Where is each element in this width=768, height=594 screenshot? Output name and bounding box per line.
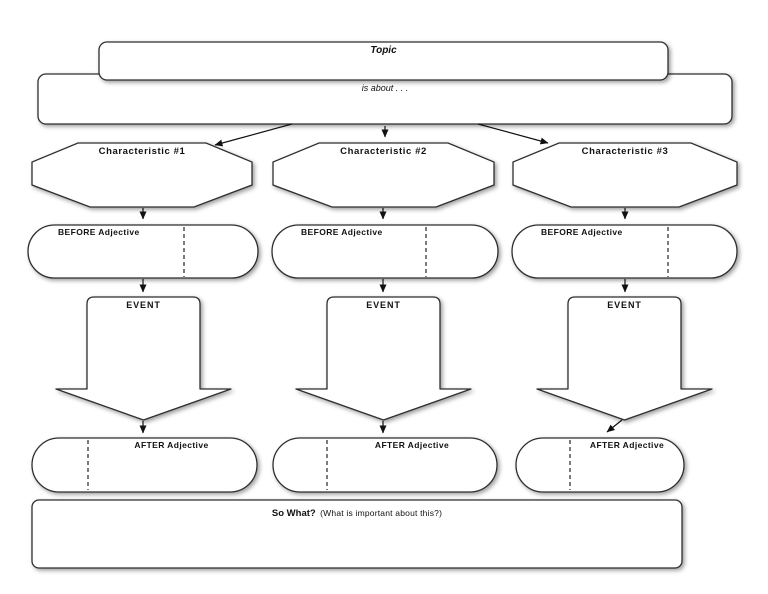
so-what-question: So What? [271,508,316,519]
event-arrow-1 [55,296,232,421]
before-3-label: BEFORE Adjective [541,227,623,237]
after-box-3 [515,437,685,493]
after-1-label: AFTER Adjective [134,440,209,450]
is-about-label: is about . . . [361,83,409,93]
after-box-2 [272,437,498,493]
so-what-hint: (What is important about this?) [320,508,443,518]
characteristic-octagon-1 [31,142,253,208]
after-2-label: AFTER Adjective [374,440,450,450]
before-box-1 [27,224,259,279]
event-3-label: EVENT [607,300,642,310]
connector-arrow-topic-char3 [477,123,549,145]
after-3-label: AFTER Adjective [589,440,665,450]
is-about-box [37,73,733,125]
before-2-label: BEFORE Adjective [301,227,383,237]
event-arrow-2 [295,296,472,421]
so-what-label: So What? (What is important about this?) [32,503,682,521]
event-2-label: EVENT [366,300,401,310]
event-arrow-3 [536,296,713,421]
characteristic-2-label: Characteristic #2 [340,146,427,157]
before-box-2 [271,224,499,279]
characteristic-octagon-2 [272,142,495,208]
topic-box [98,41,669,81]
connector-arrow-topic-char1 [214,123,293,147]
characteristic-1-label: Characteristic #1 [98,146,186,157]
topic-label: Topic [370,45,397,56]
before-box-3 [511,224,738,279]
so-what-box [31,499,683,569]
characteristic-3-label: Characteristic #3 [581,146,669,157]
connector-arrow-event3-after [606,419,623,433]
event-1-label: EVENT [126,300,161,310]
before-1-label: BEFORE Adjective [58,227,140,237]
characteristic-octagon-3 [512,142,738,208]
